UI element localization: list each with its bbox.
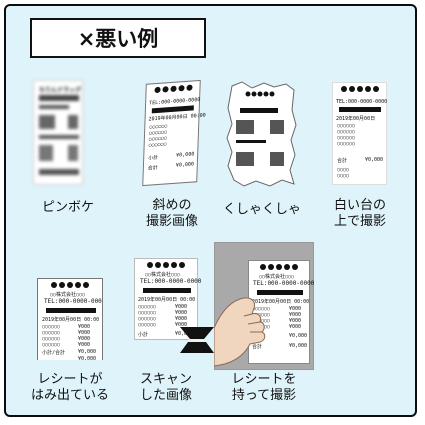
blur-brand: ちりんドラッグ (39, 87, 82, 94)
hand-icon (214, 297, 266, 367)
scanner-icon (180, 327, 214, 353)
example-skewed: TEL:000-0000-0000 2019年00月00日 00:00 ○○○○… (122, 79, 222, 240)
example-cropped: ○○株式会社○○○ TEL:000-0000-0000 2019年00月00日 … (20, 270, 130, 410)
label-cropped: レシートが はみ出ている (30, 372, 109, 403)
example-held: ○○株式会社○○○ TEL:000-0000-0000 2019年00月00日 … (214, 242, 410, 410)
receipt-total-label: 合計 (147, 164, 158, 172)
receipt-subtotal: ¥0,000 (176, 151, 195, 159)
receipt-crumpled (226, 81, 297, 187)
example-blurry: ちりんドラッグ ピンボケ (20, 80, 120, 240)
receipt-subtotal-label: 小計 (148, 154, 159, 162)
receipt-scanned: ○○株式会社○○○ TEL:000-0000-0000 2019年00月00日 … (134, 258, 201, 340)
label-skewed: 斜めの 撮影画像 (145, 198, 198, 229)
label-scanned: スキャン した画像 (139, 372, 192, 403)
example-scanned: ○○株式会社○○○ TEL:000-0000-0000 2019年00月00日 … (120, 255, 220, 410)
example-white-table: TEL:000-0000-0000 2019年00月00日 ○○○○○○○○○○… (310, 80, 410, 240)
example-crumpled: くしゃくしゃ (212, 80, 312, 240)
receipt-skewed: TEL:000-0000-0000 2019年00月00日 00:00 ○○○○… (142, 79, 206, 187)
receipt-date: 2019年00月00日 00:00 (148, 112, 206, 123)
label-white-table: 白い台の 上で撮影 (333, 198, 386, 229)
label-blurry: ピンボケ (41, 200, 94, 215)
receipt-blurry: ちりんドラッグ (33, 80, 83, 185)
panel-title: ×悪い例 (30, 18, 206, 58)
receipt-total: ¥0,000 (175, 161, 195, 169)
receipt-white-table: TEL:000-0000-0000 2019年00月00日 ○○○○○○○○○○… (332, 82, 387, 185)
receipt-cropped: ○○株式会社○○○ TEL:000-0000-0000 2019年00月00日 … (37, 278, 103, 360)
label-held: レシートを 持って撮影 (231, 372, 297, 403)
label-crumpled: くしゃくしゃ (222, 202, 301, 217)
